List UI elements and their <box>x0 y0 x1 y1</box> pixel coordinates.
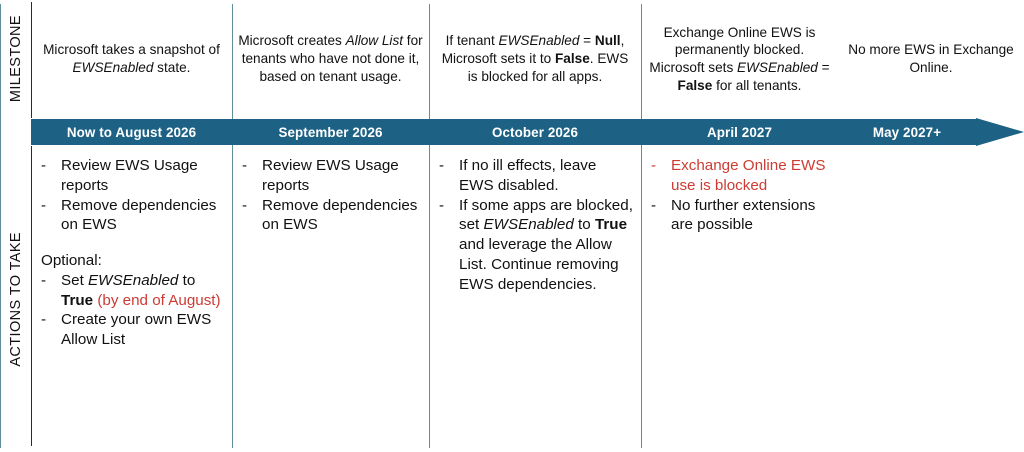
bullet-dash-icon: - <box>439 157 445 174</box>
timeline-arrow-bar <box>31 118 1024 146</box>
bullet-dash-icon: - <box>242 196 248 214</box>
action-bullet: -No further extensions are possible <box>651 196 816 234</box>
rail-divider-bottom <box>31 146 32 446</box>
action-bullet: -Create your own EWS Allow List <box>41 311 212 348</box>
action-bullet: -Review EWS Usage reports <box>242 157 399 194</box>
bullet-dash-icon: - <box>41 271 47 289</box>
actions-cell-april-2027: -Exchange Online EWS use is blocked-No f… <box>641 150 838 450</box>
milestone-text: Microsoft creates Allow List for tenants… <box>238 33 423 84</box>
actions-cell-now-august-2026: -Review EWS Usage reports-Remove depende… <box>31 150 232 450</box>
bullet-dash-icon: - <box>651 196 657 214</box>
action-bullet: -Review EWS Usage reports <box>41 157 198 194</box>
actions-cell-may-2027-plus <box>838 150 1024 450</box>
row-label-actions-text: ACTIONS TO TAKE <box>7 231 24 367</box>
action-bullet: -Exchange Online EWS use is blocked <box>651 157 826 194</box>
actions-list: -Review EWS Usage reports-Remove depende… <box>41 156 224 350</box>
timeline-arrow-shape <box>31 118 1024 146</box>
bullet-dash-icon: - <box>439 196 445 214</box>
milestone-cell-october-2026: If tenant EWSEnabled = Null, Microsoft s… <box>429 0 641 118</box>
actions-list: -If no ill effects, leave EWS disabled.-… <box>439 156 633 294</box>
milestone-cell-may-2027-plus: No more EWS in Exchange Online. <box>838 0 1024 118</box>
action-bullet: -Remove dependencies on EWS <box>242 196 418 234</box>
actions-cell-september-2026: -Review EWS Usage reports-Remove depende… <box>232 150 429 450</box>
action-bullet: -Set EWSEnabled to True (by end of Augus… <box>41 271 221 309</box>
bullet-dash-icon: - <box>41 157 47 174</box>
action-bullet: -If no ill effects, leave EWS disabled. <box>439 157 597 194</box>
actions-cell-october-2026: -If no ill effects, leave EWS disabled.-… <box>429 150 641 450</box>
actions-list: -Exchange Online EWS use is blocked-No f… <box>651 156 830 235</box>
row-label-actions: ACTIONS TO TAKE <box>0 146 31 452</box>
rail-divider-top <box>31 2 32 118</box>
milestone-text: Microsoft takes a snapshot of EWSEnabled… <box>43 42 220 75</box>
milestone-cell-september-2026: Microsoft creates Allow List for tenants… <box>232 0 429 118</box>
bullet-dash-icon: - <box>651 157 657 174</box>
bullet-dash-icon: - <box>242 157 248 174</box>
column-divider-4 <box>0 4 2 448</box>
bullet-dash-icon: - <box>41 196 47 214</box>
column-divider-1 <box>232 4 234 448</box>
column-divider-2 <box>429 4 431 448</box>
row-label-milestone: MILESTONE <box>0 0 31 118</box>
milestone-cell-april-2027: Exchange Online EWS is permanently block… <box>641 0 838 118</box>
action-bullet: -Remove dependencies on EWS <box>41 196 217 234</box>
bullet-dash-icon: - <box>41 311 47 329</box>
milestone-cell-now-august-2026: Microsoft takes a snapshot of EWSEnabled… <box>31 0 232 118</box>
action-spacer <box>41 235 224 251</box>
action-heading: Optional: <box>41 252 102 269</box>
column-divider-3 <box>641 4 643 448</box>
row-label-milestone-text: MILESTONE <box>7 15 24 103</box>
actions-list: -Review EWS Usage reports-Remove depende… <box>242 156 421 235</box>
action-bullet: -If some apps are blocked, set EWSEnable… <box>439 196 633 293</box>
milestone-text: Exchange Online EWS is permanently block… <box>649 24 830 93</box>
milestone-text: If tenant EWSEnabled = Null, Microsoft s… <box>441 33 629 84</box>
milestone-text: No more EWS in Exchange Online. <box>848 42 1014 75</box>
